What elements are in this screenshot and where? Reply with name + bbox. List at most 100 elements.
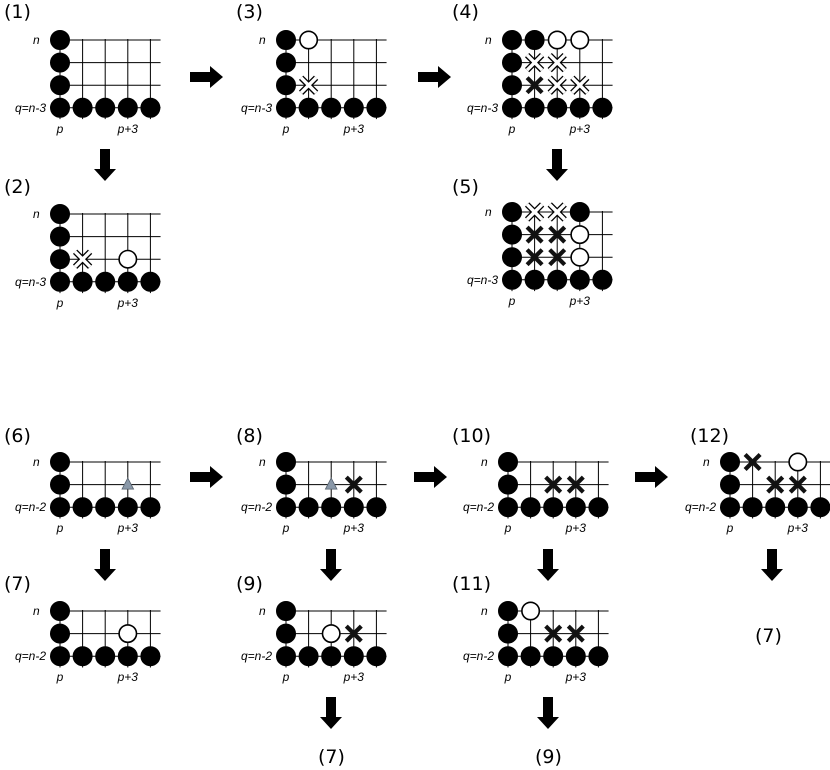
black-stone (502, 30, 522, 50)
panel-label: (5) (452, 176, 479, 198)
row-label-q: q=n-2 (685, 500, 716, 514)
white-stone (118, 624, 138, 644)
outline-cross-mark (547, 202, 567, 222)
black-stone (140, 497, 161, 518)
outline-cross-mark (547, 52, 567, 73)
dark-cross-mark (544, 624, 563, 643)
black-stone (50, 249, 70, 270)
black-stone (321, 97, 342, 118)
black-stone (95, 271, 116, 292)
black-stone (50, 30, 70, 50)
panel-label: (1) (4, 1, 31, 23)
black-stone (50, 601, 70, 621)
black-stone (543, 497, 564, 518)
black-stone (72, 497, 93, 518)
black-stone (72, 97, 93, 118)
black-stone (50, 474, 70, 495)
row-label-n: n (259, 33, 266, 47)
outline-cross-mark (72, 249, 93, 269)
arrow-down-icon (320, 549, 342, 581)
arrow-down-icon (546, 149, 568, 181)
row-label-q: q=n-2 (463, 649, 494, 663)
outline-cross-mark (524, 52, 545, 73)
black-stone (502, 202, 522, 222)
black-stone (276, 497, 296, 518)
panel-label: (6) (4, 425, 31, 447)
black-stone (502, 97, 522, 118)
black-stone (276, 474, 296, 495)
row-label-n: n (259, 455, 266, 469)
dark-cross-mark (743, 453, 762, 471)
black-stone (50, 497, 70, 518)
row-label-n: n (33, 207, 40, 221)
row-label-n: n (703, 455, 710, 469)
black-stone (343, 497, 364, 518)
row-label-n: n (33, 604, 40, 618)
col-label-p3: p+3 (787, 521, 809, 535)
white-stone (570, 247, 590, 267)
arrow-down-icon (537, 549, 559, 581)
row-label-n: n (33, 455, 40, 469)
col-label-p3: p+3 (569, 122, 591, 136)
col-label-p3: p+3 (569, 294, 591, 308)
black-stone (565, 646, 586, 667)
black-stone (276, 646, 296, 667)
outline-cross-mark (570, 75, 590, 95)
arrow-down-icon (320, 697, 342, 729)
black-stone (298, 646, 319, 667)
black-stone (588, 646, 609, 667)
black-stone (298, 97, 319, 118)
black-stone (50, 75, 70, 96)
dark-cross-mark (525, 76, 544, 95)
black-stone (50, 204, 70, 224)
dark-cross-mark (548, 248, 567, 267)
black-stone (524, 97, 545, 118)
dark-cross-mark (344, 624, 363, 643)
black-stone (276, 97, 296, 118)
row-label-q: q=n-3 (467, 273, 498, 287)
white-stone (299, 30, 319, 50)
black-stone (588, 497, 609, 518)
black-stone (366, 97, 387, 118)
black-stone (520, 646, 541, 667)
black-stone (117, 646, 138, 667)
dark-cross-mark (544, 475, 563, 494)
col-label-p3: p+3 (343, 122, 365, 136)
black-stone (498, 452, 518, 472)
col-label-p: p (508, 122, 516, 136)
dark-cross-mark (548, 225, 567, 244)
black-stone (502, 247, 522, 268)
black-stone (276, 623, 296, 644)
outline-cross-mark (298, 75, 319, 95)
panel-label: (12) (690, 425, 729, 447)
black-stone (502, 75, 522, 96)
row-label-q: q=n-2 (463, 500, 494, 514)
col-label-p: p (56, 521, 64, 535)
row-label-n: n (33, 33, 40, 47)
row-label-q: q=n-2 (15, 500, 46, 514)
black-stone (117, 271, 138, 292)
dark-cross-mark (788, 475, 807, 494)
black-stone (498, 646, 518, 667)
panel-label: (3) (236, 1, 263, 23)
black-stone (72, 646, 93, 667)
black-stone (50, 623, 70, 644)
col-label-p: p (56, 296, 64, 310)
black-stone (50, 452, 70, 472)
dark-cross-mark (525, 225, 544, 244)
col-label-p3: p+3 (343, 670, 365, 684)
arrow-right-icon (190, 66, 223, 88)
black-stone (569, 97, 590, 118)
panel-label: (11) (452, 573, 491, 595)
white-stone (547, 30, 567, 50)
black-stone (498, 601, 518, 621)
white-stone (118, 249, 138, 269)
black-stone (95, 97, 116, 118)
black-stone (498, 497, 518, 518)
